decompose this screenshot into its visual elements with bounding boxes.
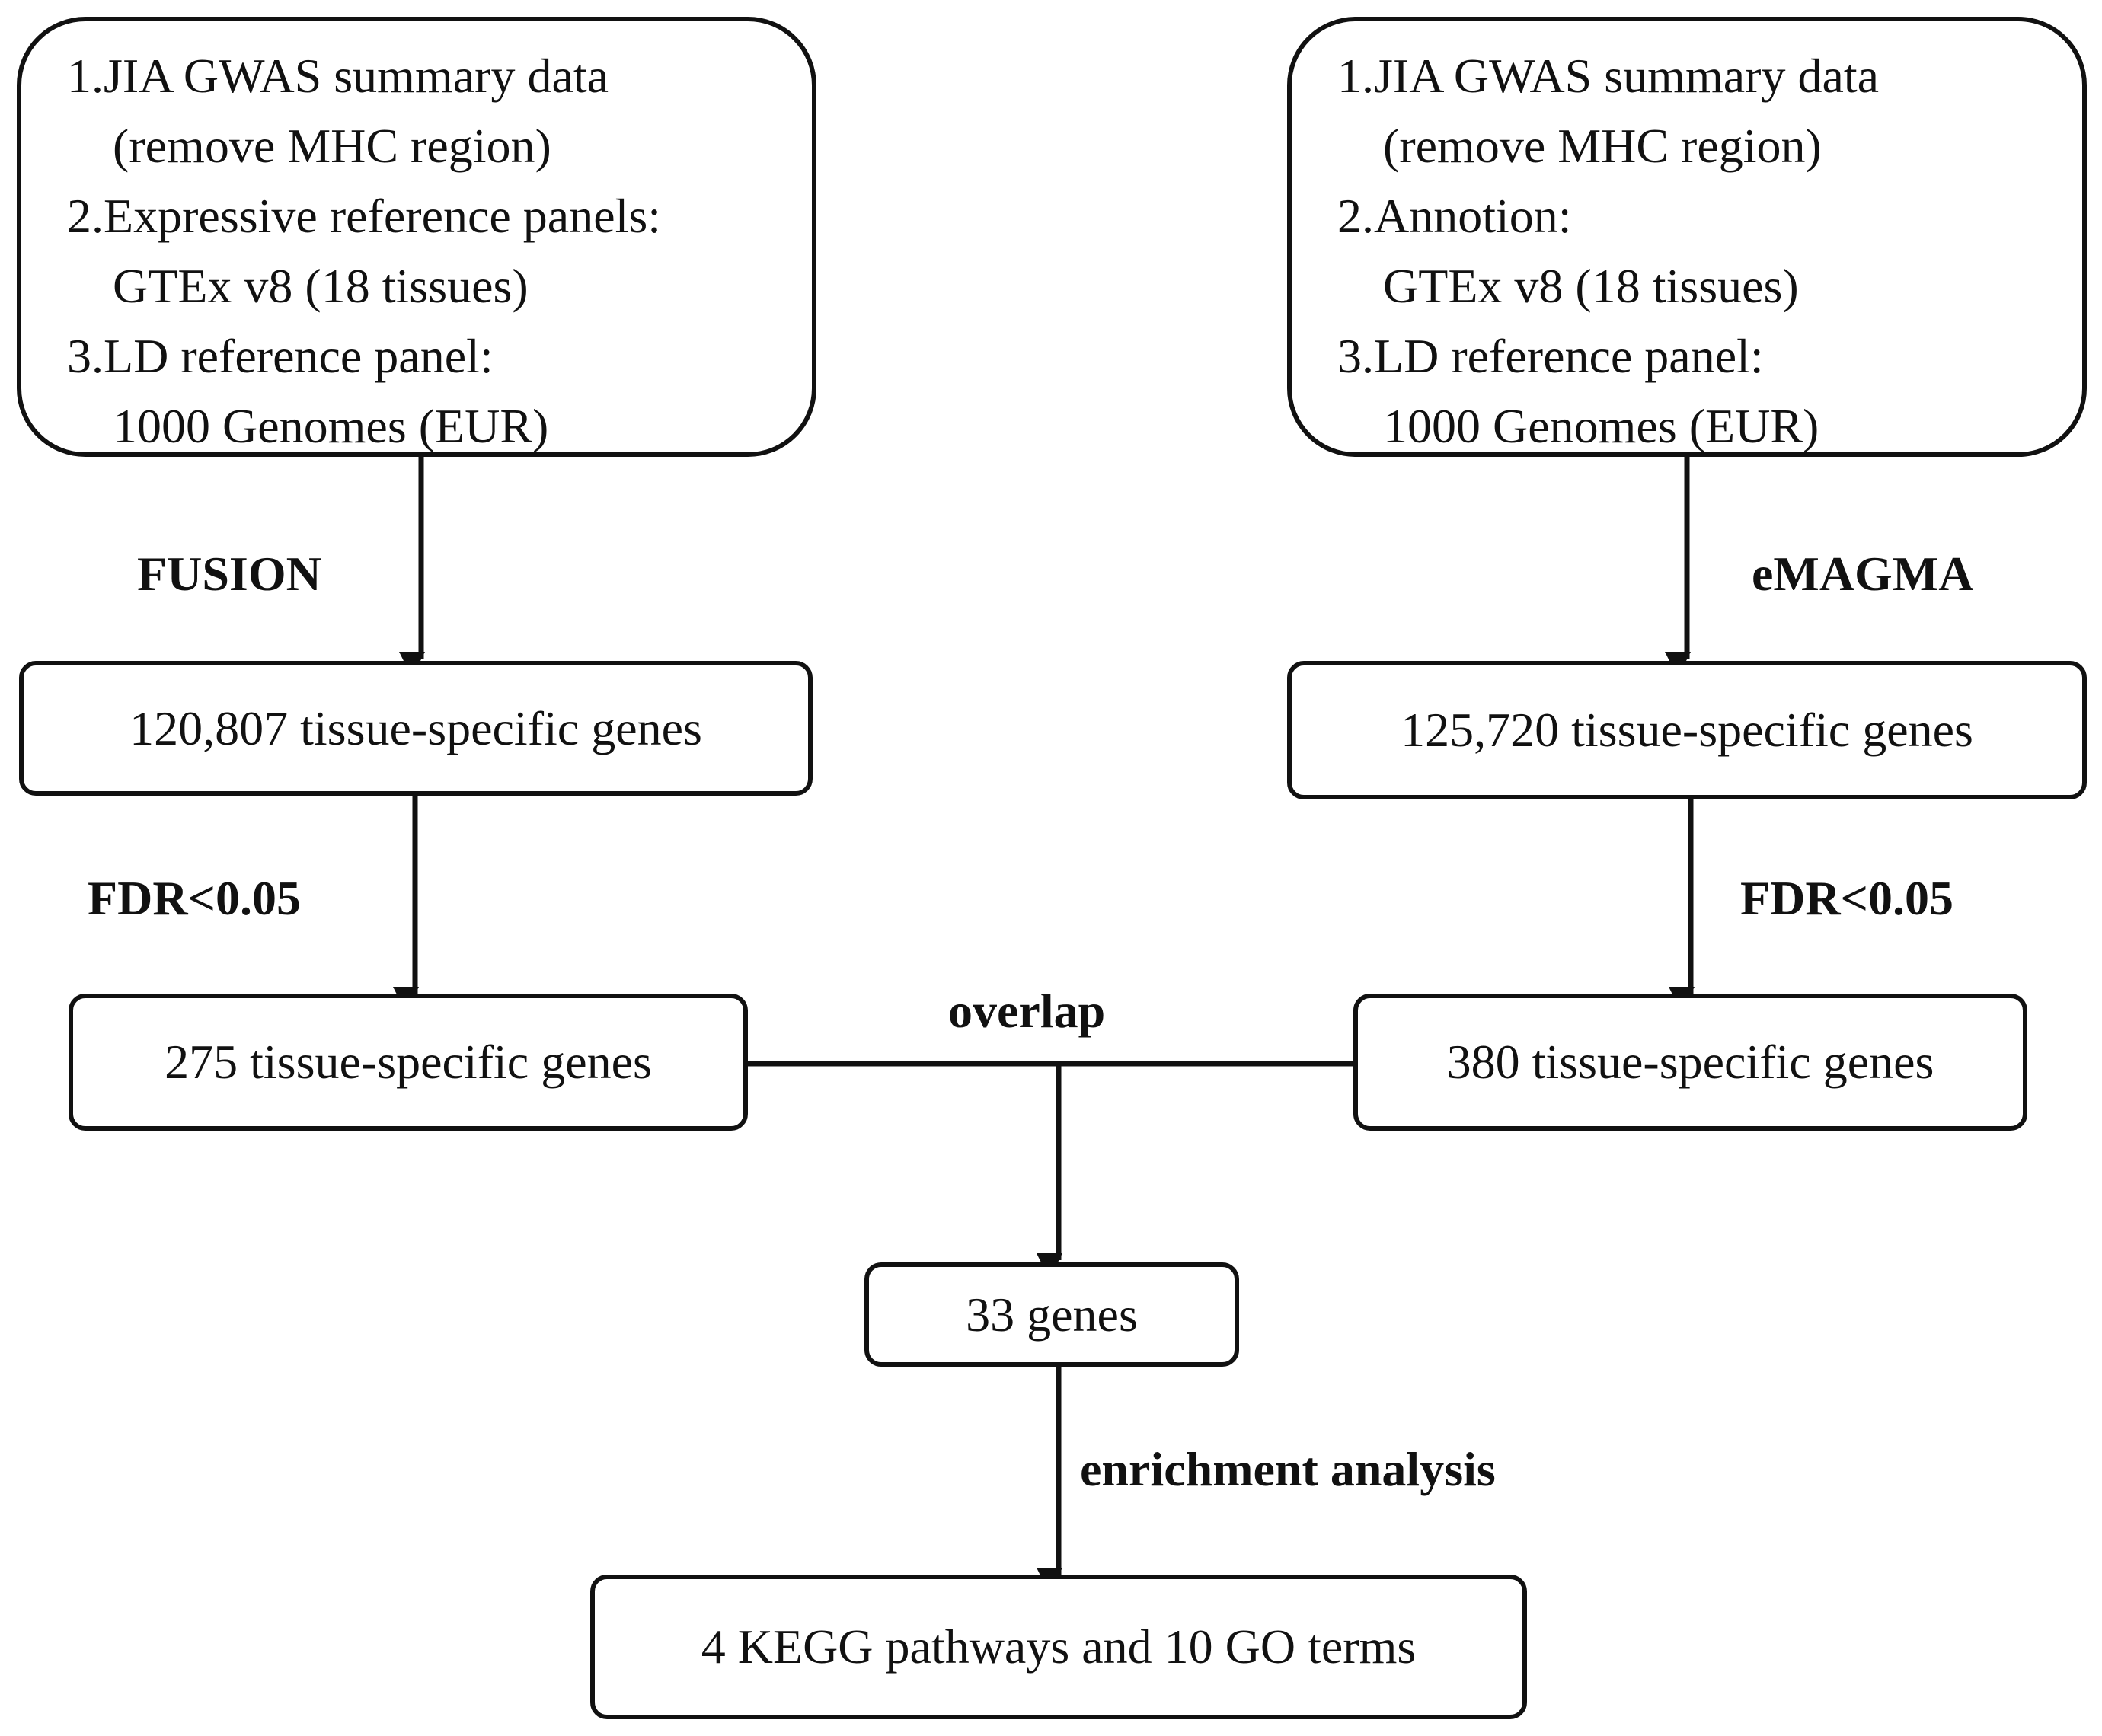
- left-input-line-2: (remove MHC region): [113, 119, 551, 173]
- right-sig-genes-box: 380 tissue-specific genes: [1353, 994, 2027, 1131]
- final-result-text: 4 KEGG pathways and 10 GO terms: [701, 1620, 1417, 1674]
- left-all-genes-box: 120,807 tissue-specific genes: [19, 661, 813, 796]
- left-fdr-label: FDR<0.05: [88, 871, 301, 925]
- right-fdr-label: FDR<0.05: [1740, 871, 1953, 925]
- right-input-line-4: GTEx v8 (18 tissues): [1383, 259, 1799, 313]
- right-all-genes-box: 125,720 tissue-specific genes: [1287, 661, 2087, 799]
- right-input-line-3: 2.Annotion:: [1337, 189, 1572, 243]
- left-input-line-3: 2.Expressive reference panels:: [67, 189, 662, 243]
- right-input-line-5: 3.LD reference panel:: [1337, 329, 1764, 383]
- overlap-genes-text: 33 genes: [966, 1287, 1138, 1342]
- left-input-line-5: 3.LD reference panel:: [67, 329, 494, 383]
- right-input-line-1: 1.JIA GWAS summary data: [1337, 49, 1880, 103]
- overlap-genes-box: 33 genes: [864, 1262, 1239, 1367]
- left-input-line-1: 1.JIA GWAS summary data: [67, 49, 609, 103]
- final-result-box: 4 KEGG pathways and 10 GO terms: [590, 1575, 1527, 1719]
- right-all-genes-text: 125,720 tissue-specific genes: [1401, 703, 1973, 757]
- right-input-line-2: (remove MHC region): [1383, 119, 1822, 173]
- right-input-box: 1.JIA GWAS summary data (remove MHC regi…: [1287, 17, 2087, 457]
- left-input-box: 1.JIA GWAS summary data (remove MHC regi…: [17, 17, 816, 457]
- left-sig-genes-text: 275 tissue-specific genes: [165, 1035, 652, 1089]
- left-input-line-6: 1000 Genomes (EUR): [113, 399, 549, 453]
- right-input-line-6: 1000 Genomes (EUR): [1383, 399, 1819, 453]
- fusion-label: FUSION: [137, 547, 321, 601]
- right-sig-genes-text: 380 tissue-specific genes: [1446, 1035, 1934, 1089]
- emagma-label: eMAGMA: [1752, 547, 1974, 601]
- left-sig-genes-box: 275 tissue-specific genes: [69, 994, 748, 1131]
- left-input-line-4: GTEx v8 (18 tissues): [113, 259, 529, 313]
- left-all-genes-text: 120,807 tissue-specific genes: [129, 700, 702, 755]
- enrichment-label: enrichment analysis: [1080, 1442, 1496, 1496]
- overlap-label: overlap: [948, 984, 1106, 1038]
